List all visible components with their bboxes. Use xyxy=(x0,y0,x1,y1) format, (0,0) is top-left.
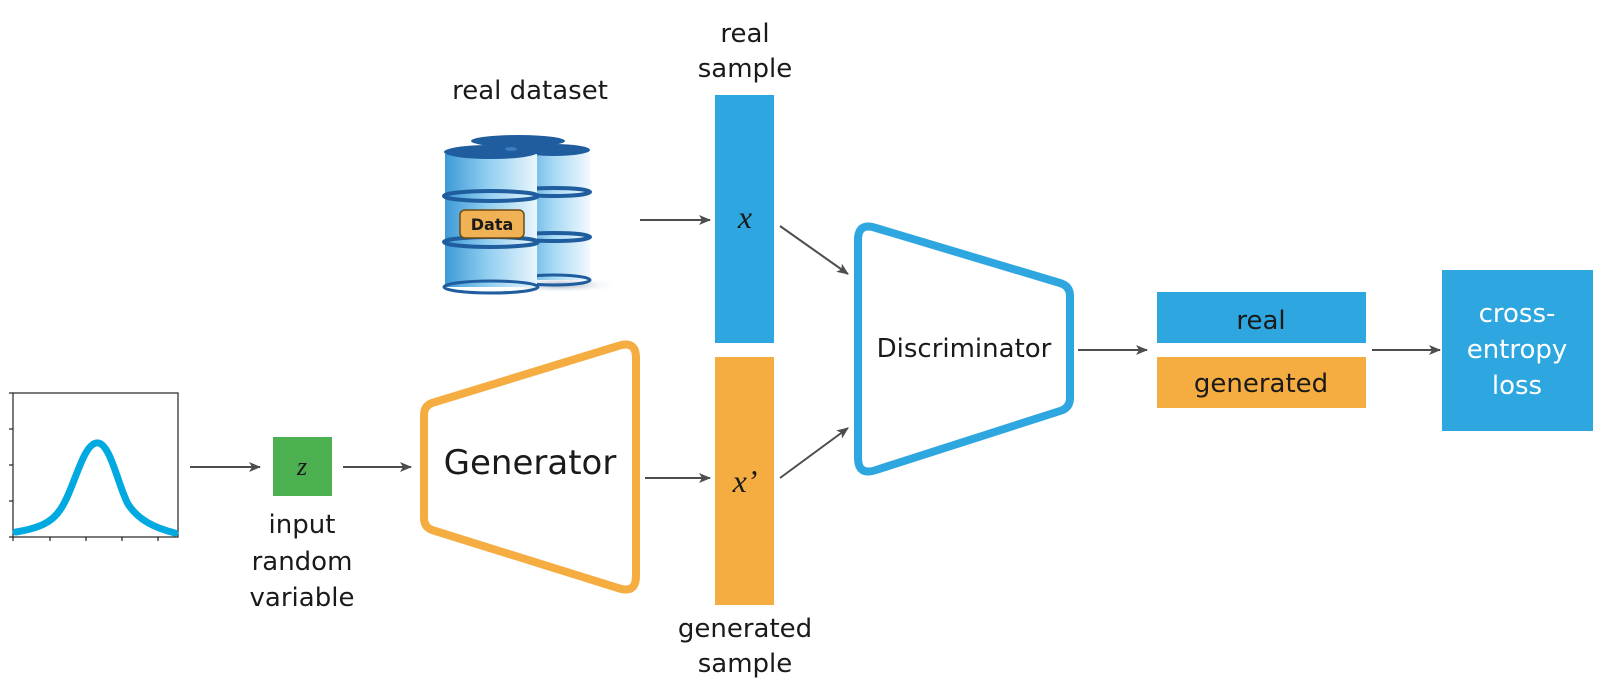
real-sample-symbol: x xyxy=(737,199,752,235)
output-real-box xyxy=(1157,292,1366,343)
distribution-plot xyxy=(9,392,179,541)
arrow-real-sample-to-discriminator xyxy=(779,225,849,275)
y-axis-ticks xyxy=(9,392,13,538)
generated-sample-caption-line-2: sample xyxy=(698,649,793,679)
output-generated-box xyxy=(1157,357,1366,408)
real-dataset: real dataset Data xyxy=(442,76,620,295)
data-label-text: Data xyxy=(471,215,514,234)
discriminator: Discriminator xyxy=(854,222,1074,476)
real-sample: real sample x xyxy=(698,19,793,343)
discriminator-shape xyxy=(854,222,1074,476)
z-caption-line-3: variable xyxy=(250,583,355,613)
z-box xyxy=(273,437,332,496)
loss-label-line-1: cross- xyxy=(1479,299,1556,329)
arrow-generated-sample-to-discriminator xyxy=(779,427,849,479)
output-generated-label: generated xyxy=(1194,369,1328,399)
generator-shape xyxy=(420,340,640,594)
generated-sample-bar xyxy=(715,357,774,605)
z-symbol: z xyxy=(296,452,307,481)
z-caption-line-1: input xyxy=(269,510,336,540)
generated-sample-caption-line-1: generated xyxy=(678,614,812,644)
z-caption-line-2: random xyxy=(252,547,353,577)
loss-label-line-2: entropy xyxy=(1467,335,1568,365)
output-real-label: real xyxy=(1236,306,1285,336)
cross-entropy-loss: cross- entropy loss xyxy=(1442,270,1593,431)
discriminator-label: Discriminator xyxy=(877,334,1052,364)
generator: Generator xyxy=(420,340,640,594)
discriminator-outputs: real generated xyxy=(1157,292,1366,408)
bell-curve xyxy=(12,439,179,537)
real-sample-caption-line-1: real xyxy=(720,19,769,49)
x-axis-ticks xyxy=(12,537,159,541)
generator-label: Generator xyxy=(444,443,617,483)
generated-sample-symbol: x’ xyxy=(732,463,758,499)
real-sample-caption-line-2: sample xyxy=(698,54,793,84)
latent-z: z input random variable xyxy=(250,437,355,613)
data-label-plate xyxy=(459,209,525,239)
real-sample-bar xyxy=(715,95,774,343)
loss-label-line-3: loss xyxy=(1492,371,1542,401)
database-barrels-icon: Data xyxy=(442,135,620,295)
generated-sample: x’ generated sample xyxy=(678,357,812,679)
real-dataset-caption: real dataset xyxy=(452,76,608,106)
plot-frame xyxy=(12,392,179,538)
loss-box xyxy=(1442,270,1593,431)
